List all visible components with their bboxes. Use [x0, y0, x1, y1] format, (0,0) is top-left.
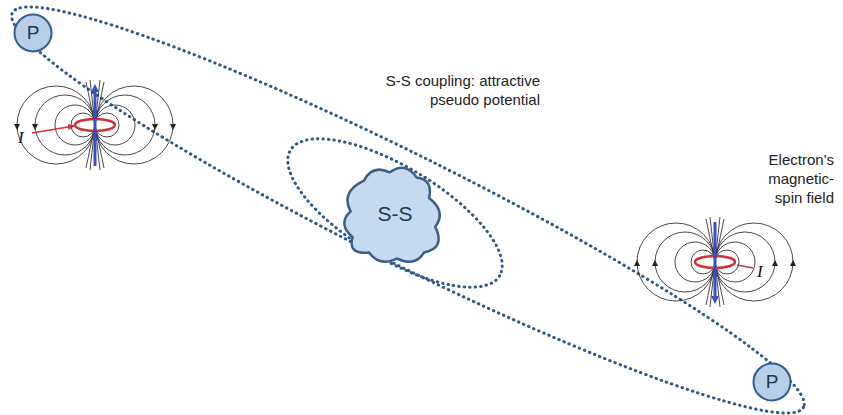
- annotation-text: S-S coupling: attractive pseudo potentia…: [368, 71, 540, 109]
- current-label: I: [18, 128, 32, 147]
- magnetic-dipole-right: [637, 217, 793, 307]
- node-text: S-S: [377, 202, 412, 226]
- current-indicator-left: [32, 126, 74, 133]
- coupling-cloud: S-S: [333, 160, 457, 268]
- magnetic-dipole-left: [17, 80, 173, 170]
- spin-arrow-left: [94, 88, 97, 166]
- current-label: I: [757, 262, 771, 281]
- particle-circle: P: [752, 362, 792, 402]
- inner-dotted-ellipse: [267, 111, 524, 316]
- node-text: P: [27, 22, 40, 44]
- node-text: P: [766, 371, 779, 393]
- spin-arrow-right: [714, 222, 717, 300]
- current-indicator-right: [737, 265, 753, 268]
- particle-circle: P: [13, 13, 53, 53]
- annotation-text: Electron's magnetic-spin field: [752, 150, 834, 207]
